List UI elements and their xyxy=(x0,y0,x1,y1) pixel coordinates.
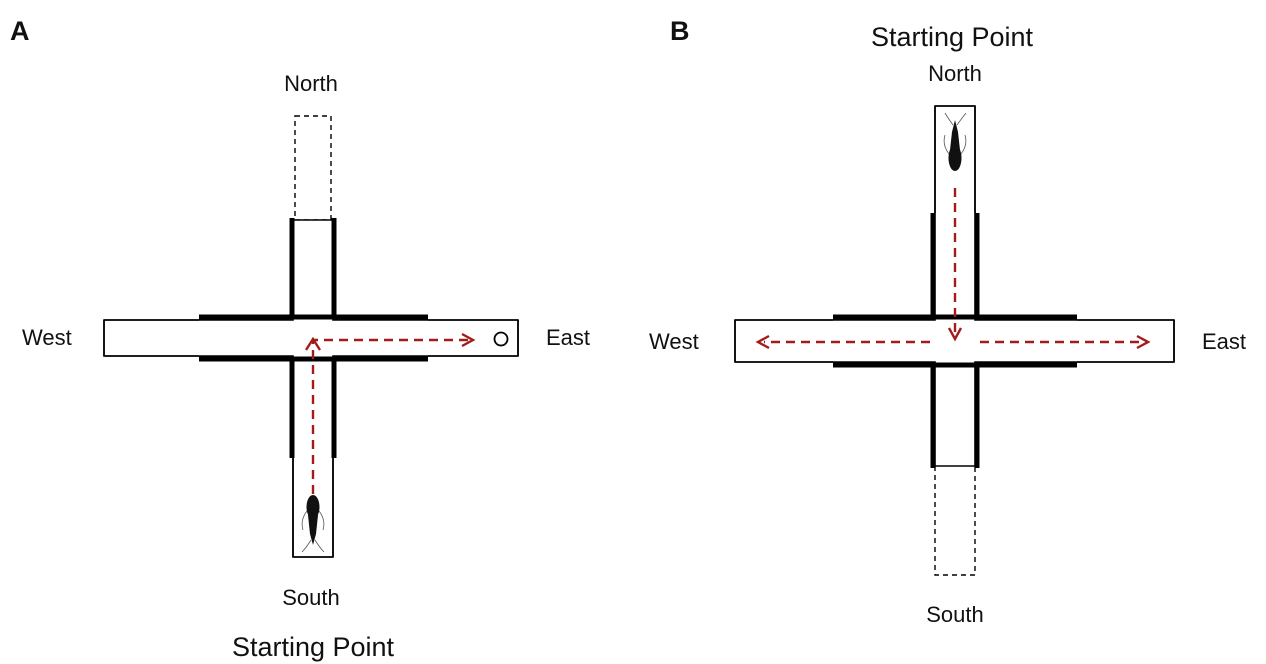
panel-a-starting-point-label: Starting Point xyxy=(232,632,395,662)
panel-a-north-arm-closed xyxy=(294,115,332,221)
panel-b-north-label: North xyxy=(928,61,982,86)
panel-a-south-label: South xyxy=(282,585,340,610)
panel-b-fish-icon xyxy=(943,112,967,171)
panel-b-south-arm-closed xyxy=(934,466,976,576)
panel-b-south-label: South xyxy=(926,602,984,627)
panel-b-starting-point-label: Starting Point xyxy=(871,22,1034,52)
panel-a-north-label: North xyxy=(284,71,338,96)
panel-b: B xyxy=(649,16,1246,627)
panel-b-letter: B xyxy=(670,16,690,46)
panel-a-west-label: West xyxy=(22,325,72,350)
panel-a-route-arrowhead-up xyxy=(304,336,322,351)
panel-a-goal-circle xyxy=(493,331,509,347)
panel-b-route-arrowhead-east xyxy=(1136,334,1151,350)
panel-b-west-label: West xyxy=(649,329,699,354)
panel-b-route-arrowhead-down xyxy=(947,327,963,342)
panel-a-route-arrowhead-east xyxy=(461,332,476,348)
panel-a: A xyxy=(10,16,590,662)
panel-a-fish-icon xyxy=(301,495,325,553)
panel-a-east-label: East xyxy=(546,325,590,350)
panel-b-route-arrowhead-west xyxy=(755,334,770,350)
panel-a-letter: A xyxy=(10,16,30,46)
panel-b-east-label: East xyxy=(1202,329,1246,354)
